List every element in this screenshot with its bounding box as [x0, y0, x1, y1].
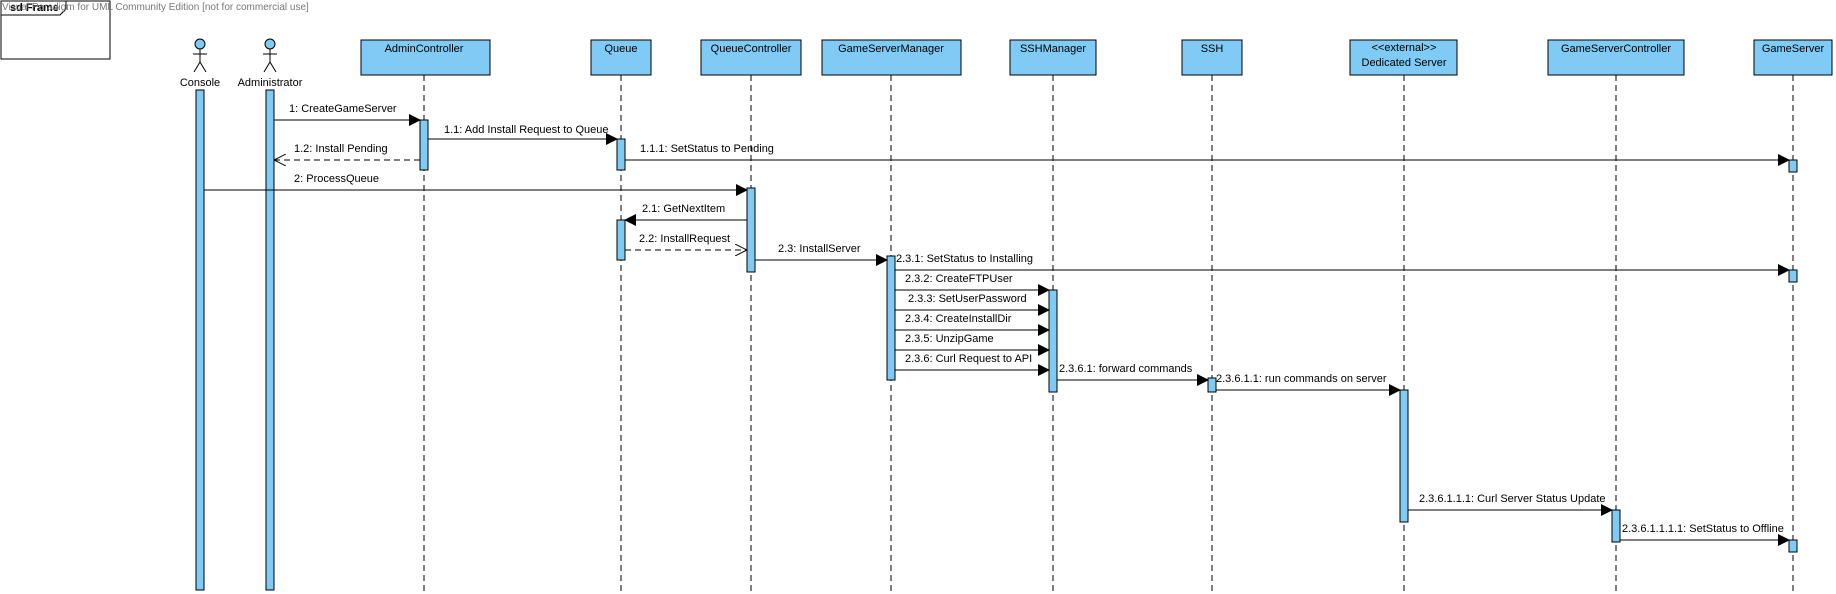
ssh-box[interactable] — [1181, 39, 1243, 76]
queuectl-box[interactable] — [700, 39, 802, 76]
lifeline-heads: AdminController Queue QueueController Ga… — [360, 39, 1833, 76]
msg-2-3-6-label: 2.3.6: Curl Request to API — [905, 353, 1032, 365]
sshm-box[interactable] — [1009, 39, 1097, 76]
admin-leg-left — [263, 61, 271, 73]
activation-queuectl[interactable] — [746, 187, 756, 273]
activation-queue-2[interactable] — [616, 219, 626, 261]
activation-ded[interactable] — [1399, 389, 1409, 523]
console-leg-right — [199, 61, 207, 73]
msg-2-3-6-1-1-1-label: 2.3.6.1.1.1: Curl Server Status Update — [1419, 493, 1606, 505]
admin-leg-right — [269, 61, 277, 73]
msg-1-1-label: 1.1: Add Install Request to Queue — [444, 124, 609, 136]
actor-console[interactable] — [193, 38, 207, 73]
message-labels: 1: CreateGameServer 1.1: Add Install Req… — [289, 103, 1784, 535]
activation-console[interactable] — [195, 89, 205, 591]
gs-label: GameServer — [1762, 43, 1825, 55]
sshm-label: SSHManager — [1020, 43, 1086, 55]
msg-2-1-label: 2.1: GetNextItem — [642, 203, 725, 215]
msg-2-3-1-label: 2.3.1: SetStatus to Installing — [896, 253, 1033, 265]
ded-label: Dedicated Server — [1362, 57, 1447, 69]
gsc-label: GameServerController — [1561, 43, 1671, 55]
actor-administrator[interactable] — [263, 38, 277, 73]
activation-gs-2[interactable] — [1788, 269, 1798, 283]
activation-admin[interactable] — [265, 89, 275, 591]
msg-2-3-6-1-1-1-1-label: 2.3.6.1.1.1.1: SetStatus to Offline — [1622, 523, 1784, 535]
administrator-label: Administrator — [238, 77, 303, 89]
msg-2-3-6-1-1-label: 2.3.6.1.1: run commands on server — [1216, 373, 1387, 385]
activation-adminctl[interactable] — [419, 119, 429, 171]
gsm-box[interactable] — [821, 39, 962, 76]
admin-head — [264, 38, 276, 50]
msg-1-label: 1: CreateGameServer — [289, 103, 397, 115]
queuectl-label: QueueController — [711, 43, 792, 55]
sd-frame: sd Frame Visual Paradigm for UML Communi… — [0, 0, 309, 60]
queue-label: Queue — [604, 43, 637, 55]
ded-box[interactable] — [1349, 39, 1458, 76]
queue-box[interactable] — [590, 39, 652, 76]
gs-box[interactable] — [1753, 39, 1833, 76]
msg-2-3-label: 2.3: InstallServer — [778, 243, 861, 255]
watermark: Visual Paradigm for UML Community Editio… — [2, 2, 309, 13]
activation-gs-3[interactable] — [1788, 539, 1798, 553]
activation-gsm[interactable] — [886, 255, 896, 381]
console-label: Console — [180, 77, 220, 89]
adminctl-box[interactable] — [360, 39, 491, 76]
activation-gsc[interactable] — [1611, 509, 1621, 543]
console-head — [194, 38, 206, 50]
activation-ssh[interactable] — [1207, 377, 1217, 393]
msg-2-3-5-label: 2.3.5: UnzipGame — [905, 333, 994, 345]
ssh-label: SSH — [1201, 43, 1224, 55]
msg-1-2-label: 1.2: Install Pending — [294, 143, 388, 155]
msg-2-label: 2: ProcessQueue — [294, 173, 379, 185]
frame-label: sd Frame — [10, 2, 59, 14]
msg-2-3-3-label: 2.3.3: SetUserPassword — [908, 293, 1027, 305]
lifelines — [423, 75, 1794, 594]
gsc-box[interactable] — [1547, 39, 1685, 76]
msg-1-1-1-label: 1.1.1: SetStatus to Pending — [640, 143, 774, 155]
adminctl-label: AdminController — [385, 43, 464, 55]
activation-gs-1[interactable] — [1788, 159, 1798, 173]
messages — [204, 114, 1790, 546]
gsm-label: GameServerManager — [838, 43, 944, 55]
frame-label-tab — [0, 0, 67, 16]
msg-2-3-6-1-label: 2.3.6.1: forward commands — [1059, 363, 1193, 375]
msg-2-3-4-label: 2.3.4: CreateInstallDir — [905, 313, 1012, 325]
ded-stereotype: <<external>> — [1372, 42, 1437, 54]
activation-bars — [195, 89, 1798, 591]
activation-queue-1[interactable] — [616, 138, 626, 171]
msg-2-3-2-label: 2.3.2: CreateFTPUser — [905, 273, 1013, 285]
console-leg-left — [193, 61, 201, 73]
activation-sshm[interactable] — [1048, 289, 1058, 393]
msg-2-2-label: 2.2: InstallRequest — [639, 233, 730, 245]
